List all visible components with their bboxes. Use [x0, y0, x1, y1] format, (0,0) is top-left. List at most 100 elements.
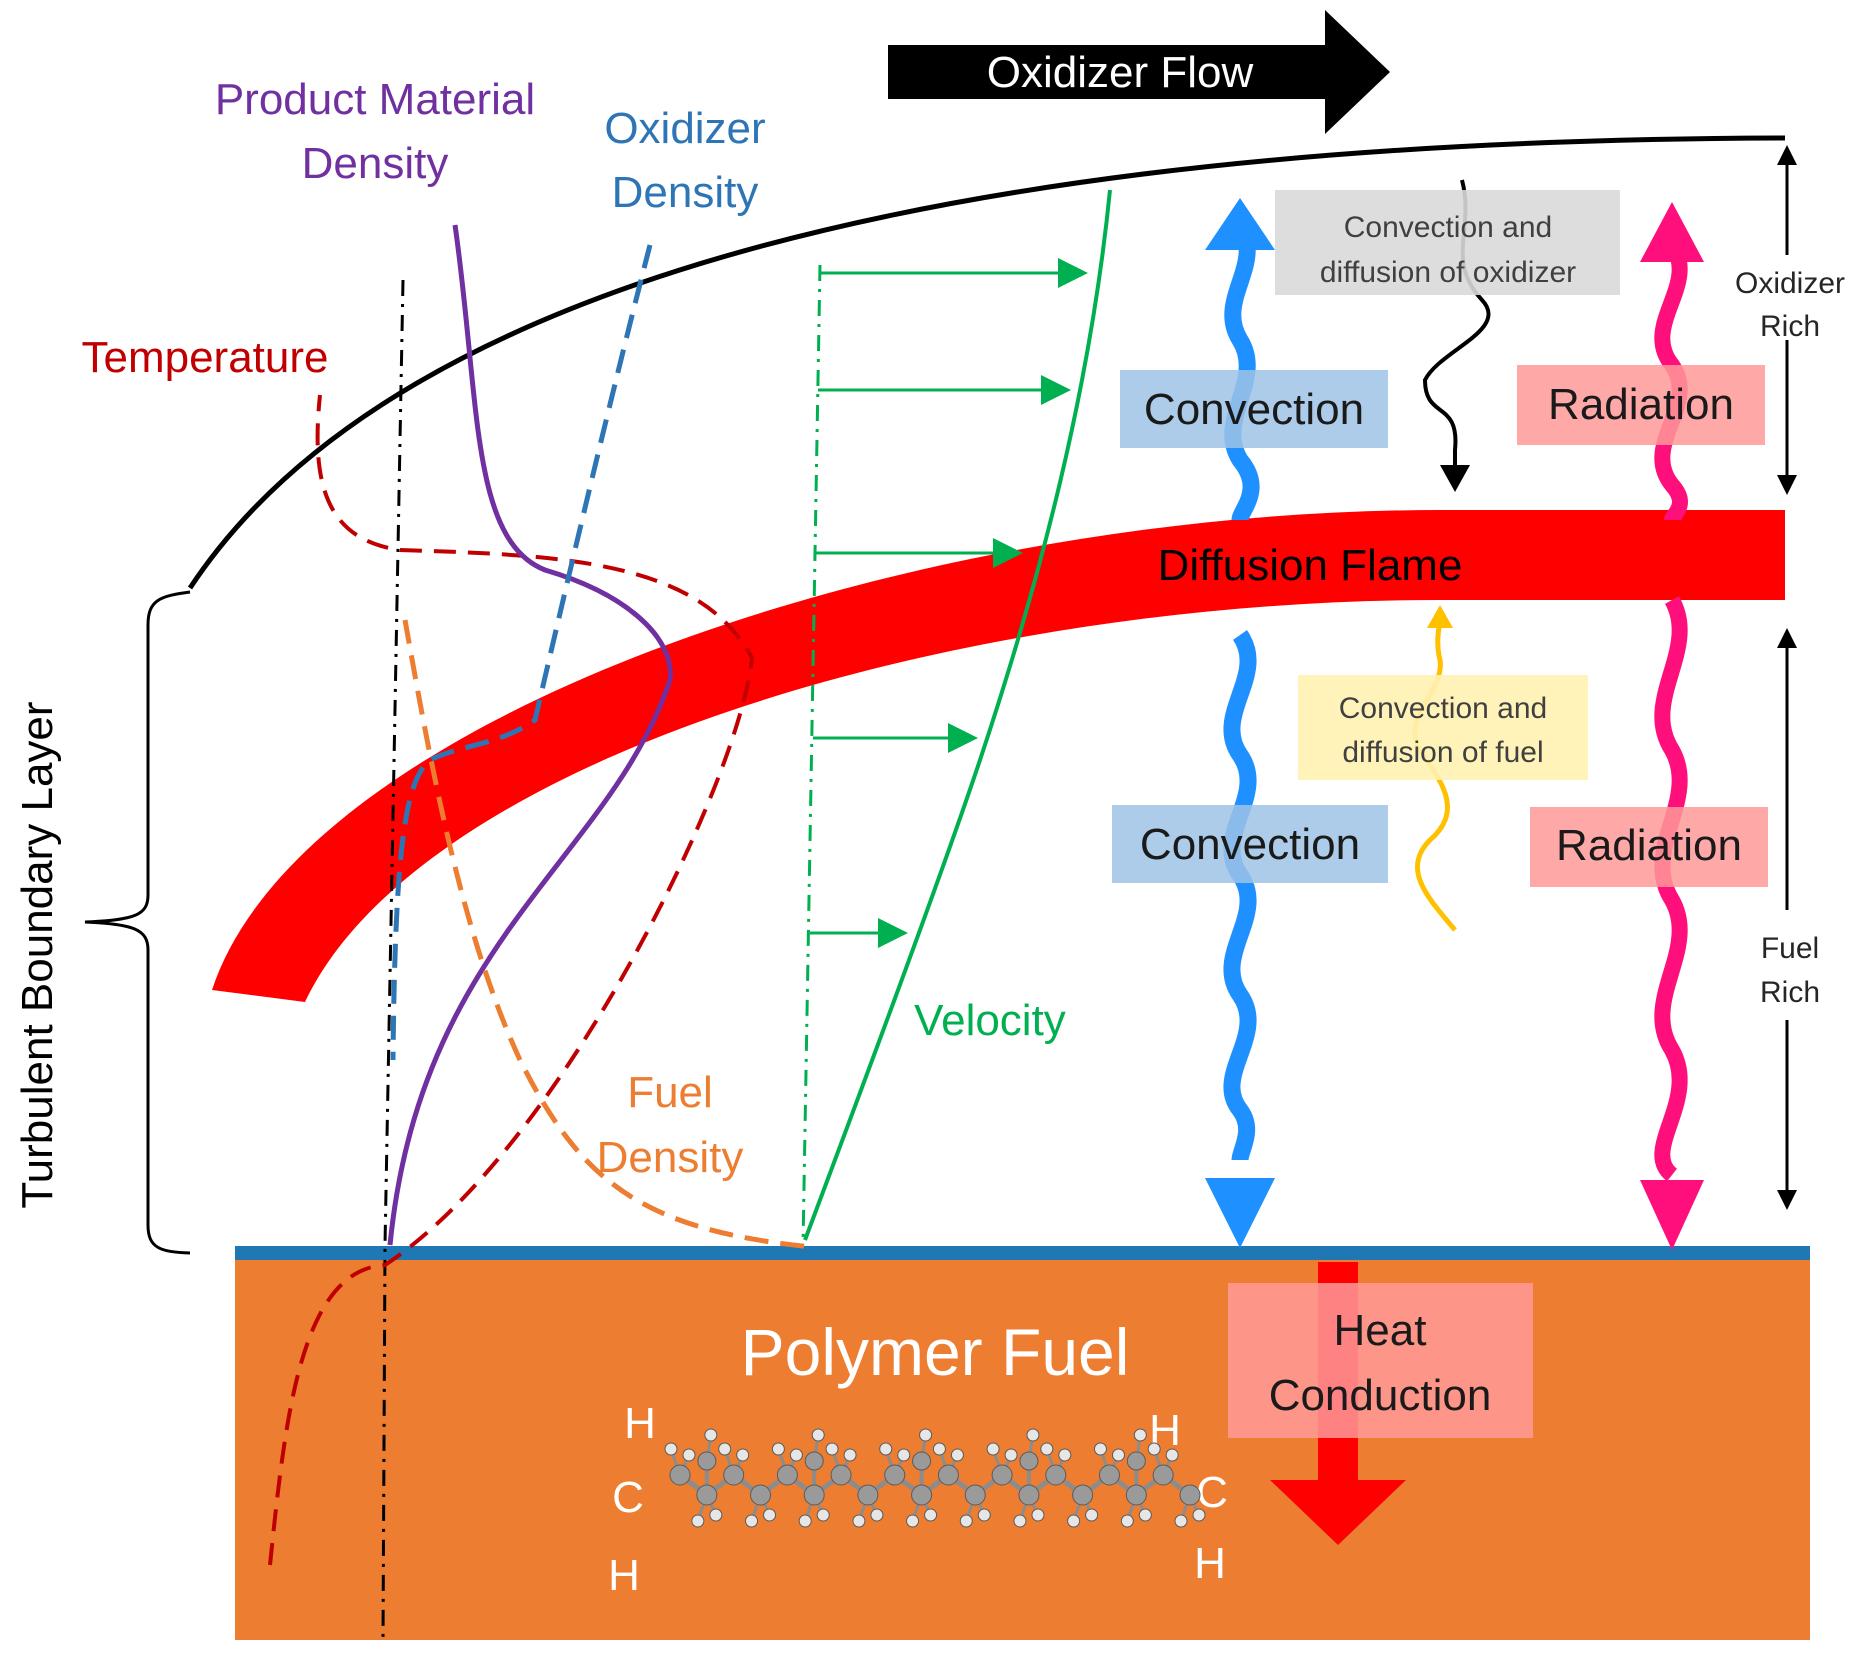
molecule-carbon-atom [803, 1484, 825, 1506]
fuel-diffusion-box [1298, 675, 1588, 780]
molecule-carbon-atom [669, 1464, 691, 1486]
molecule-carbon-atom [804, 1451, 824, 1471]
molecule-hydrogen-atom [986, 1442, 1000, 1456]
molecule-hydrogen-atom [843, 1448, 857, 1462]
molecule-hydrogen-atom [709, 1508, 723, 1522]
diffusion-flame-band [212, 510, 1785, 1002]
molecule-carbon-atom [1098, 1464, 1120, 1486]
molecule-hydrogen-atom [1111, 1448, 1125, 1462]
molecule-carbon-atom [1018, 1484, 1040, 1506]
atom-h-top-left: H [624, 1399, 656, 1448]
molecule-carbon-atom [697, 1451, 717, 1471]
radiation-label-bottom: Radiation [1556, 821, 1742, 870]
molecule-hydrogen-atom [1174, 1514, 1188, 1528]
molecule-hydrogen-atom [950, 1448, 964, 1462]
molecule-hydrogen-atom [763, 1508, 777, 1522]
boundary-layer-edge [187, 135, 1786, 590]
reference-axis-line [381, 279, 405, 1641]
molecule-carbon-atom [1125, 1484, 1147, 1506]
fuel-diffusion-label-line1: Convection and [1339, 692, 1547, 725]
oxidizer-rich-label-line2: Rich [1760, 310, 1820, 343]
product-density-profile [387, 224, 673, 1246]
molecule-hydrogen-atom [1192, 1508, 1206, 1522]
molecule-hydrogen-atom [691, 1514, 705, 1528]
convection-wavy-arrow [1205, 198, 1275, 1248]
polymer-fuel-block [235, 1253, 1810, 1640]
molecule-hydrogen-atom [789, 1448, 803, 1462]
molecule-carbon-atom [1179, 1484, 1201, 1506]
molecule-hydrogen-atom [771, 1442, 785, 1456]
molecule-hydrogen-atom [1026, 1428, 1040, 1442]
molecule-carbon-atom [991, 1464, 1013, 1486]
atom-h-bottom-left: H [608, 1551, 640, 1600]
oxidizer-rich-extent-arrow [1777, 145, 1797, 495]
molecule-carbon-atom [1019, 1451, 1039, 1471]
velocity-label: Velocity [914, 996, 1066, 1045]
convection-box-top [1120, 370, 1388, 448]
fuel-rich-extent-arrow [1777, 628, 1797, 1210]
molecule-hydrogen-atom [932, 1442, 946, 1456]
diffusion-flame-label: Diffusion Flame [1158, 541, 1463, 590]
molecule-hydrogen-atom [825, 1442, 839, 1456]
atom-c-left: C [612, 1473, 644, 1522]
molecule-hydrogen-atom [977, 1508, 991, 1522]
molecule-hydrogen-atom [1013, 1514, 1027, 1528]
fuel-rich-label-line2: Rich [1760, 976, 1820, 1009]
turbulent-boundary-layer-label: Turbulent Boundary Layer [13, 701, 62, 1208]
fuel-diffusion-label-line2: diffusion of fuel [1342, 736, 1543, 769]
molecule-hydrogen-atom [1120, 1514, 1134, 1528]
temperature-profile [268, 394, 755, 1566]
molecule-hydrogen-atom [1040, 1442, 1054, 1456]
temperature-label: Temperature [81, 333, 328, 382]
velocity-profile [803, 189, 1112, 1241]
molecule-carbon-atom [1045, 1464, 1067, 1486]
molecule-carbon-atom [884, 1464, 906, 1486]
molecule-hydrogen-atom [919, 1428, 933, 1442]
molecule-carbon-atom [937, 1464, 959, 1486]
oxidizer-diffusion-label-line2: diffusion of oxidizer [1320, 256, 1576, 289]
molecule-hydrogen-atom [1138, 1508, 1152, 1522]
molecule-hydrogen-atom [924, 1508, 938, 1522]
oxidizer-density-profile [390, 244, 653, 1061]
molecule-hydrogen-atom [736, 1448, 750, 1462]
product-density-label-line2: Density [302, 139, 449, 188]
fuel-rich-label-line1: Fuel [1761, 932, 1819, 965]
molecule-hydrogen-atom [1058, 1448, 1072, 1462]
molecule-carbon-atom [912, 1451, 932, 1471]
molecule-carbon-atom [964, 1484, 986, 1506]
oxidizer-flow-arrow [888, 10, 1390, 134]
radiation-wavy-arrow [1640, 202, 1704, 1250]
radiation-box-top [1517, 365, 1765, 445]
molecule-hydrogen-atom [798, 1514, 812, 1528]
oxidizer-rich-label-line1: Oxidizer [1735, 267, 1845, 300]
molecule-hydrogen-atom [1067, 1514, 1081, 1528]
molecule-carbon-atom [830, 1464, 852, 1486]
molecule-hydrogen-atom [718, 1442, 732, 1456]
molecule-carbon-atom [723, 1464, 745, 1486]
polyethylene-ball-and-stick-icon [664, 1428, 1206, 1528]
molecule-hydrogen-atom [897, 1448, 911, 1462]
atom-c-right: C [1196, 1468, 1228, 1517]
fuel-density-profile [402, 619, 813, 1250]
molecule-carbon-atom [750, 1484, 772, 1506]
convection-label-top: Convection [1144, 385, 1364, 434]
fuel-density-label-line2: Density [597, 1133, 744, 1182]
molecule-carbon-atom [911, 1484, 933, 1506]
product-density-label-line1: Product Material [215, 75, 535, 124]
velocity-baseline [801, 264, 822, 1246]
fuel-surface-line [235, 1246, 1810, 1260]
oxidizer-flow-label: Oxidizer Flow [987, 48, 1254, 97]
molecule-hydrogen-atom [682, 1448, 696, 1462]
molecule-hydrogen-atom [664, 1442, 678, 1456]
heat-conduction-label-line2: Conduction [1269, 1371, 1492, 1420]
molecule-hydrogen-atom [879, 1442, 893, 1456]
molecule-hydrogen-atom [852, 1514, 866, 1528]
molecule-carbon-atom [1072, 1484, 1094, 1506]
boundary-layer-brace [84, 590, 191, 1255]
molecule-hydrogen-atom [1004, 1448, 1018, 1462]
atom-h-bottom-right: H [1194, 1539, 1226, 1588]
molecule-hydrogen-atom [1165, 1448, 1179, 1462]
molecule-carbon-atom [857, 1484, 879, 1506]
heat-conduction-label-line1: Heat [1334, 1306, 1427, 1355]
convection-box-bottom [1112, 805, 1388, 883]
